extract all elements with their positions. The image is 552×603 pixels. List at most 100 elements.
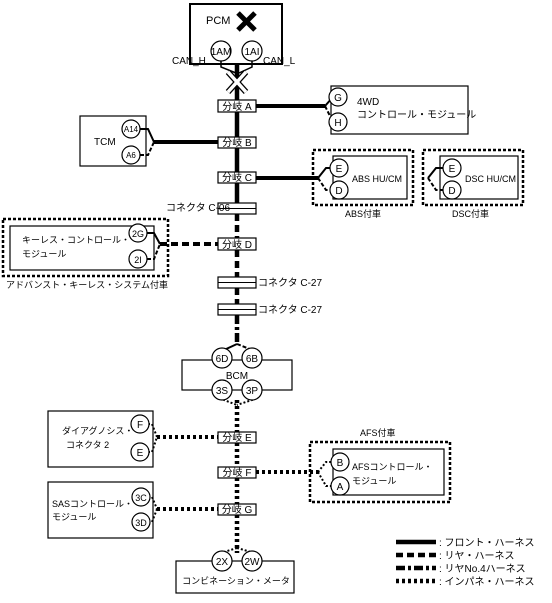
tcm-label: TCM: [94, 137, 116, 148]
bcm-module: 6D 6B BCM 3S 3P: [181, 343, 293, 406]
bcm-pin-6b: [241, 347, 263, 369]
dsc-pin-e-label: E: [449, 164, 456, 175]
abs-label: ABS HU/CM: [352, 174, 402, 184]
abs-pin-d-label: D: [335, 186, 342, 197]
dlc-subtitle: コネクタ 2: [66, 440, 109, 450]
bcm-pin-6d: [211, 347, 233, 369]
branch-b-label: 分岐 B: [222, 136, 252, 149]
branch-g-label: 分岐 G: [222, 503, 253, 516]
branch-d-label: 分岐 D: [222, 238, 252, 251]
meter-pin-2x: [211, 550, 233, 572]
meter-module: 2X 2W コンビネーション・メータ: [175, 547, 295, 594]
branch-c: 分岐 C: [217, 171, 257, 184]
sas-pin-3c-label: 3C: [135, 493, 147, 503]
tcm-pin-a14: [121, 119, 141, 139]
keyless-pin-2i: [128, 249, 148, 269]
dsc-pin-e: [442, 158, 462, 178]
bcm-pin-3p-label: 3P: [246, 386, 259, 397]
module-4wd-title: 4WD: [357, 97, 379, 108]
dlc-pin-e: [130, 442, 150, 462]
branch-a: 分岐 A: [217, 99, 257, 113]
connector-c27-upper-label: コネクタ C-27: [258, 277, 322, 289]
keyless-pin-2g-label: 2G: [132, 229, 144, 239]
branch-c-label: 分岐 C: [222, 171, 252, 184]
can-l-label: CAN_L: [263, 56, 296, 67]
bcm-pin-6b-label: 6B: [246, 354, 259, 365]
module-4wd-pin-g: [328, 87, 348, 107]
failure-cross-icon: [236, 11, 257, 32]
abs-pin-e-label: E: [336, 164, 343, 175]
module-4wd: G H 4WD コントロール・モジュール: [256, 85, 476, 135]
pcm-module: PCM 1AM 1AI CAN_H CAN_L: [172, 3, 296, 95]
legend-inpane-label: : インパネ・ハーネス: [439, 576, 535, 588]
module-4wd-pin-h-label: H: [334, 118, 341, 129]
legend: : フロント・ハーネス : リヤ・ハーネス : リヤNo.4ハーネス : インパ…: [396, 537, 535, 588]
sas-pin-3d-label: 3D: [135, 518, 147, 528]
afs-pin-a-label: A: [337, 482, 344, 493]
pcm-label: PCM: [206, 15, 230, 27]
keyless-pin-2i-label: 2I: [134, 255, 142, 265]
afs-subtitle: モジュール: [352, 476, 396, 486]
abs-pin-d: [329, 180, 349, 200]
branch-b: 分岐 B: [217, 136, 257, 149]
afs-pin-b-label: B: [337, 458, 344, 469]
abs-pin-e: [329, 158, 349, 178]
sas-module: SASコントロール・ モジュール 3C 3D: [47, 481, 218, 539]
dlc-pin-f-label: F: [137, 420, 143, 431]
legend-rear-label: : リヤ・ハーネス: [439, 550, 515, 562]
open-circuit-x-icon: [225, 69, 249, 95]
branch-e-label: 分岐 E: [222, 431, 252, 444]
afs-pin-b: [330, 452, 350, 472]
afs-title: AFSコントロール・: [352, 462, 433, 472]
abs-module: E D ABS HU/CM ABS付車: [256, 148, 415, 219]
bcm-pin-6d-label: 6D: [216, 354, 229, 365]
dsc-label: DSC HU/CM: [465, 174, 516, 184]
keyless-pin-2g: [128, 223, 148, 243]
afs-pin-a: [330, 476, 350, 496]
sas-title: SASコントロール・: [52, 499, 133, 509]
connector-c27-lower: コネクタ C-27: [217, 303, 322, 316]
dlc-pin-e-label: E: [137, 448, 144, 459]
sas-subtitle: モジュール: [52, 512, 96, 522]
afs-note: AFS付車: [360, 427, 396, 438]
tcm-pin-a14-label: A14: [124, 125, 139, 134]
meter-pin-2w-label: 2W: [245, 557, 261, 568]
legend-front-label: : フロント・ハーネス: [439, 537, 535, 549]
afs-module: AFS付車 B A AFSコントロール・ モジュール: [256, 427, 452, 504]
module-4wd-subtitle: コントロール・モジュール: [357, 110, 476, 121]
module-4wd-pin-h: [328, 112, 348, 132]
tcm-module: TCM A14 A6: [79, 115, 218, 167]
bcm-label: BCM: [226, 371, 248, 382]
can-h-label: CAN_H: [172, 56, 206, 67]
branch-f: 分岐 F: [217, 466, 257, 479]
abs-note: ABS付車: [345, 208, 381, 219]
branch-d: 分岐 D: [217, 237, 257, 251]
pcm-pin-1am-label: 1AM: [211, 47, 232, 58]
dlc-module: ダイアグノシス・ コネクタ 2 F E: [47, 410, 218, 468]
branch-g: 分岐 G: [217, 503, 257, 516]
dlc-pin-f: [130, 414, 150, 434]
meter-pin-2x-label: 2X: [216, 557, 229, 568]
bcm-pin-3p: [241, 379, 263, 401]
connector-c27-lower-label: コネクタ C-27: [258, 304, 322, 316]
branch-e: 分岐 E: [217, 431, 257, 444]
dlc-title: ダイアグノシス・: [62, 425, 133, 436]
keyless-module: キーレス・コントロール・ モジュール 2G 2I アドバンスト・キーレス・システ…: [1, 217, 218, 290]
dsc-note: DSC付車: [452, 208, 489, 219]
dsc-pin-d-label: D: [448, 186, 455, 197]
dsc-module: E D DSC HU/CM DSC付車: [421, 148, 525, 219]
meter-label: コンビネーション・メータ: [182, 576, 290, 586]
bcm-pin-3s: [211, 379, 233, 401]
keyless-title: キーレス・コントロール・: [22, 235, 130, 245]
module-4wd-pin-g-label: G: [334, 93, 342, 104]
tcm-pin-a6: [121, 145, 141, 165]
branch-f-label: 分岐 F: [223, 466, 252, 479]
sas-pin-3c: [131, 487, 151, 507]
dsc-pin-d: [442, 180, 462, 200]
connector-c27-upper: コネクタ C-27: [217, 276, 322, 289]
sas-pin-3d: [131, 512, 151, 532]
connector-c06-label: コネクタ C-06: [166, 202, 230, 214]
keyless-note: アドバンスト・キーレス・システム付車: [6, 279, 168, 290]
bcm-pin-3s-label: 3S: [216, 386, 229, 397]
